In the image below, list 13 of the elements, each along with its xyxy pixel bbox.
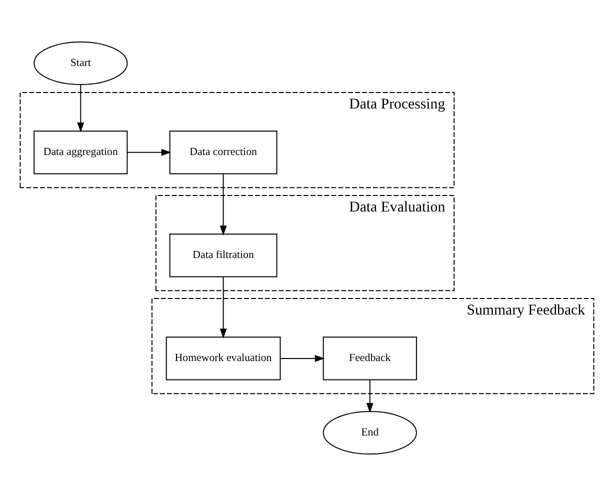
node-box: Feedback — [322, 336, 417, 380]
arrow — [126, 148, 172, 156]
arrow — [77, 84, 84, 132]
node-ellipse: Start — [34, 40, 128, 85]
node-box: Data filtration — [169, 233, 278, 277]
node-ellipse: End — [322, 410, 417, 454]
node-box: Data correction — [169, 130, 278, 174]
node-box: Homework evaluation — [166, 336, 281, 380]
arrow — [366, 378, 374, 412]
arrow — [280, 354, 325, 362]
arrow — [220, 276, 227, 338]
arrow — [220, 172, 227, 236]
node-box: Data aggregation — [34, 130, 128, 174]
